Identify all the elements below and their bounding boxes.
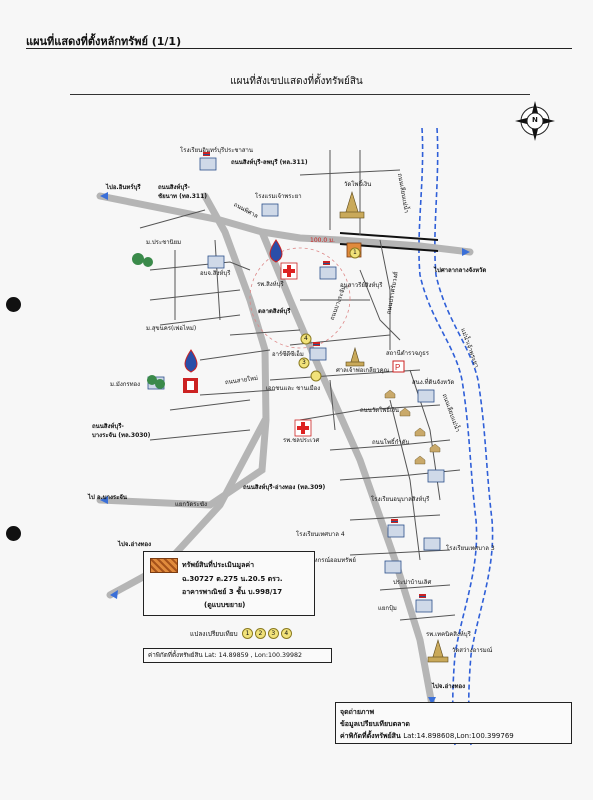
subject-radius [249, 247, 351, 349]
label-intersect: แยกวัดระฆัง [175, 501, 208, 508]
label-police: สถานีตำรวจภูธร [386, 350, 429, 357]
label-waterworks: ประปาบ้านเลิศ [393, 579, 432, 586]
legend-line-1: ฉ.30727 ต.275 น.20.5 ตรว. [182, 575, 283, 583]
label-junction: แยกปุ้ม [378, 605, 397, 612]
label-school-anuban: โรงเรียนอนุบาลสิงห์บุรี [371, 496, 430, 503]
page-title: แผนที่แสดงที่ตั้งหลักทรัพย์ (1/1) [26, 35, 182, 48]
label-road-311-lopburi: ถนนสิงห์บุรี-ลพบุรี (ทล.311) [231, 159, 308, 166]
flag-icons [203, 152, 426, 598]
label-school-inburi: โรงเรียนอินทร์บุรีประชาสาน [180, 147, 254, 154]
legend-title: ทรัพย์สินที่ประเมินมูลค่า [182, 561, 255, 569]
title-underline [26, 48, 572, 49]
label-mueang-nakhon: ม.สุขนคร(เพ่อไหม่) [146, 325, 197, 332]
subject-swatch-icon [150, 558, 178, 573]
label-to-court: ไปศาลากลางจังหวัด [434, 267, 487, 274]
compare-marker: 1 [242, 628, 253, 639]
bottom-legend: จุดถ่ายภาพ ข้อมูลเปรียบเทียบตลาด ค่าพิกั… [335, 702, 572, 744]
label-office-mid: เอกชนและ ชานเมือง [266, 385, 321, 392]
compare-marker: 4 [280, 628, 292, 639]
hospital-icon [280, 262, 298, 280]
label-coop: สหกรณ์ออมทรัพย์ [310, 557, 356, 564]
legend-line-3: (ดูแบบขยาย) [204, 601, 246, 609]
tree-icons [132, 253, 165, 389]
marker-number: 1 [353, 249, 357, 256]
label-shrine: ศาลเจ้าพ่อเกลียวคุณ [336, 367, 390, 374]
label-to-bangrachan: ไป อ.บางระจัน [88, 494, 127, 501]
label-pao: อบจ.สิงห์บุรี [200, 270, 231, 277]
label-road-chainat-2: ชัยนาท (ทล.311) [158, 193, 208, 200]
label-school-tessaban3: โรงเรียนเทศบาล 3 [446, 545, 495, 552]
market-data-label: ข้อมูลเปรียบเทียบตลาด [340, 720, 410, 728]
gas-station-icon [269, 239, 283, 263]
legend-line-2: อาคารพาณิชย์ 3 ชั้น บ.998/17 [182, 588, 283, 596]
label-road-wat: ถนนวัดโพธิ์เงิน [360, 407, 400, 414]
label-prachaniyom: ม.ประชานิยม [146, 239, 182, 246]
label-hospital-singburi: รพ.สิงห์บุรี [257, 281, 284, 288]
label-arcade: อาร์ซีดีซีเอ็ม [272, 351, 304, 358]
label-school-tessaban4: โรงเรียนเทศบาล 4 [296, 531, 345, 538]
punch-hole-top [6, 297, 21, 312]
subtitle-underline [70, 94, 530, 95]
label-market-singburi: ตลาดสิงห์บุรี [258, 308, 291, 315]
hospital-icon [294, 419, 312, 437]
bottom-coord-label: ค่าพิกัดที่ตั้งทรัพย์สิน [340, 732, 401, 740]
temple-icon [339, 190, 449, 663]
compare-markers [298, 247, 361, 382]
major-roads [96, 192, 474, 709]
bottom-coord-value: Lat:14.898608,Lon:100.399769 [403, 732, 514, 740]
punch-hole-bottom [6, 526, 21, 541]
minor-roads [139, 150, 461, 621]
compare-markers-legend: 1 2 3 4 [242, 628, 292, 639]
label-road-angthong: ถนนสิงห์บุรี-อ่างทอง (ทล.309) [243, 484, 326, 491]
label-mongkol: ม.มังกรทอง [110, 381, 141, 388]
label-hospital-3: รพ.เทคนิคสิงห์บุรี [426, 631, 471, 638]
direction-arrows [100, 192, 470, 705]
river-bank-left [418, 127, 478, 746]
label-to-angthong-right: ไปจ.อ่างทอง [432, 683, 466, 690]
scale-note: 100.0 ม. [310, 237, 335, 244]
compass-icon [515, 101, 555, 141]
marker-number: 3 [302, 359, 306, 366]
compare-marker: 2 [254, 628, 266, 639]
label-hospital-2: รพ.ชลประเวศ [283, 437, 320, 444]
marker-number: 4 [304, 335, 308, 342]
label-road-bangrachan-2: บางระจัน (ทล.3030) [92, 432, 151, 439]
label-land-office: สนง.ที่ดินจังหวัด [412, 379, 455, 386]
label-road-shop: ถนนโพธิ์กำดับ [372, 439, 410, 446]
label-to-angthong-left: ไปจ.อ่างทอง [118, 541, 152, 548]
coordinate-box: ค่าพิกัดที่ตั้งทรัพย์สิน Lat: 14.89859 ,… [143, 648, 332, 663]
label-monument: อนุสาวรีย์สิงห์บุรี [340, 282, 383, 289]
svg-text:P: P [395, 363, 400, 372]
label-wat-phosiewan: วัดโพธิ์เงิน [344, 181, 372, 188]
label-road-chainat-1: ถนนสิงห์บุรี- [158, 184, 190, 191]
photo-point-label: จุดถ่ายภาพ [340, 708, 375, 716]
label-road-bangrachan-1: ถนนสิงห์บุรี- [92, 423, 124, 430]
label-hotel: โรงแรมเจ้าพระยา [255, 193, 302, 200]
label-to-inburi: ไปอ.อินทร์บุรี [106, 184, 141, 191]
label-wat-bottom: วัดสว่างอารมณ์ [452, 647, 493, 654]
bottom-coord: ค่าพิกัดที่ตั้งทรัพย์สิน Lat:14.898608,L… [340, 731, 514, 742]
gas-station-icon [184, 349, 198, 373]
house-icons [384, 389, 441, 465]
compass-letter: N [532, 116, 538, 124]
map-subtitle: แผนที่สังเขปแสดงที่ตั้งทรัพย์สิน [230, 76, 363, 87]
bank-icon-inner [187, 381, 194, 390]
parking-icon [392, 360, 405, 373]
subject-legend: ทรัพย์สินที่ประเมินมูลค่า ฉ.30727 ต.275 … [143, 551, 315, 616]
compare-label: แปลงเปรียบเทียบ [190, 630, 238, 638]
river-bank-right [434, 127, 494, 746]
compare-marker: 3 [267, 628, 279, 639]
